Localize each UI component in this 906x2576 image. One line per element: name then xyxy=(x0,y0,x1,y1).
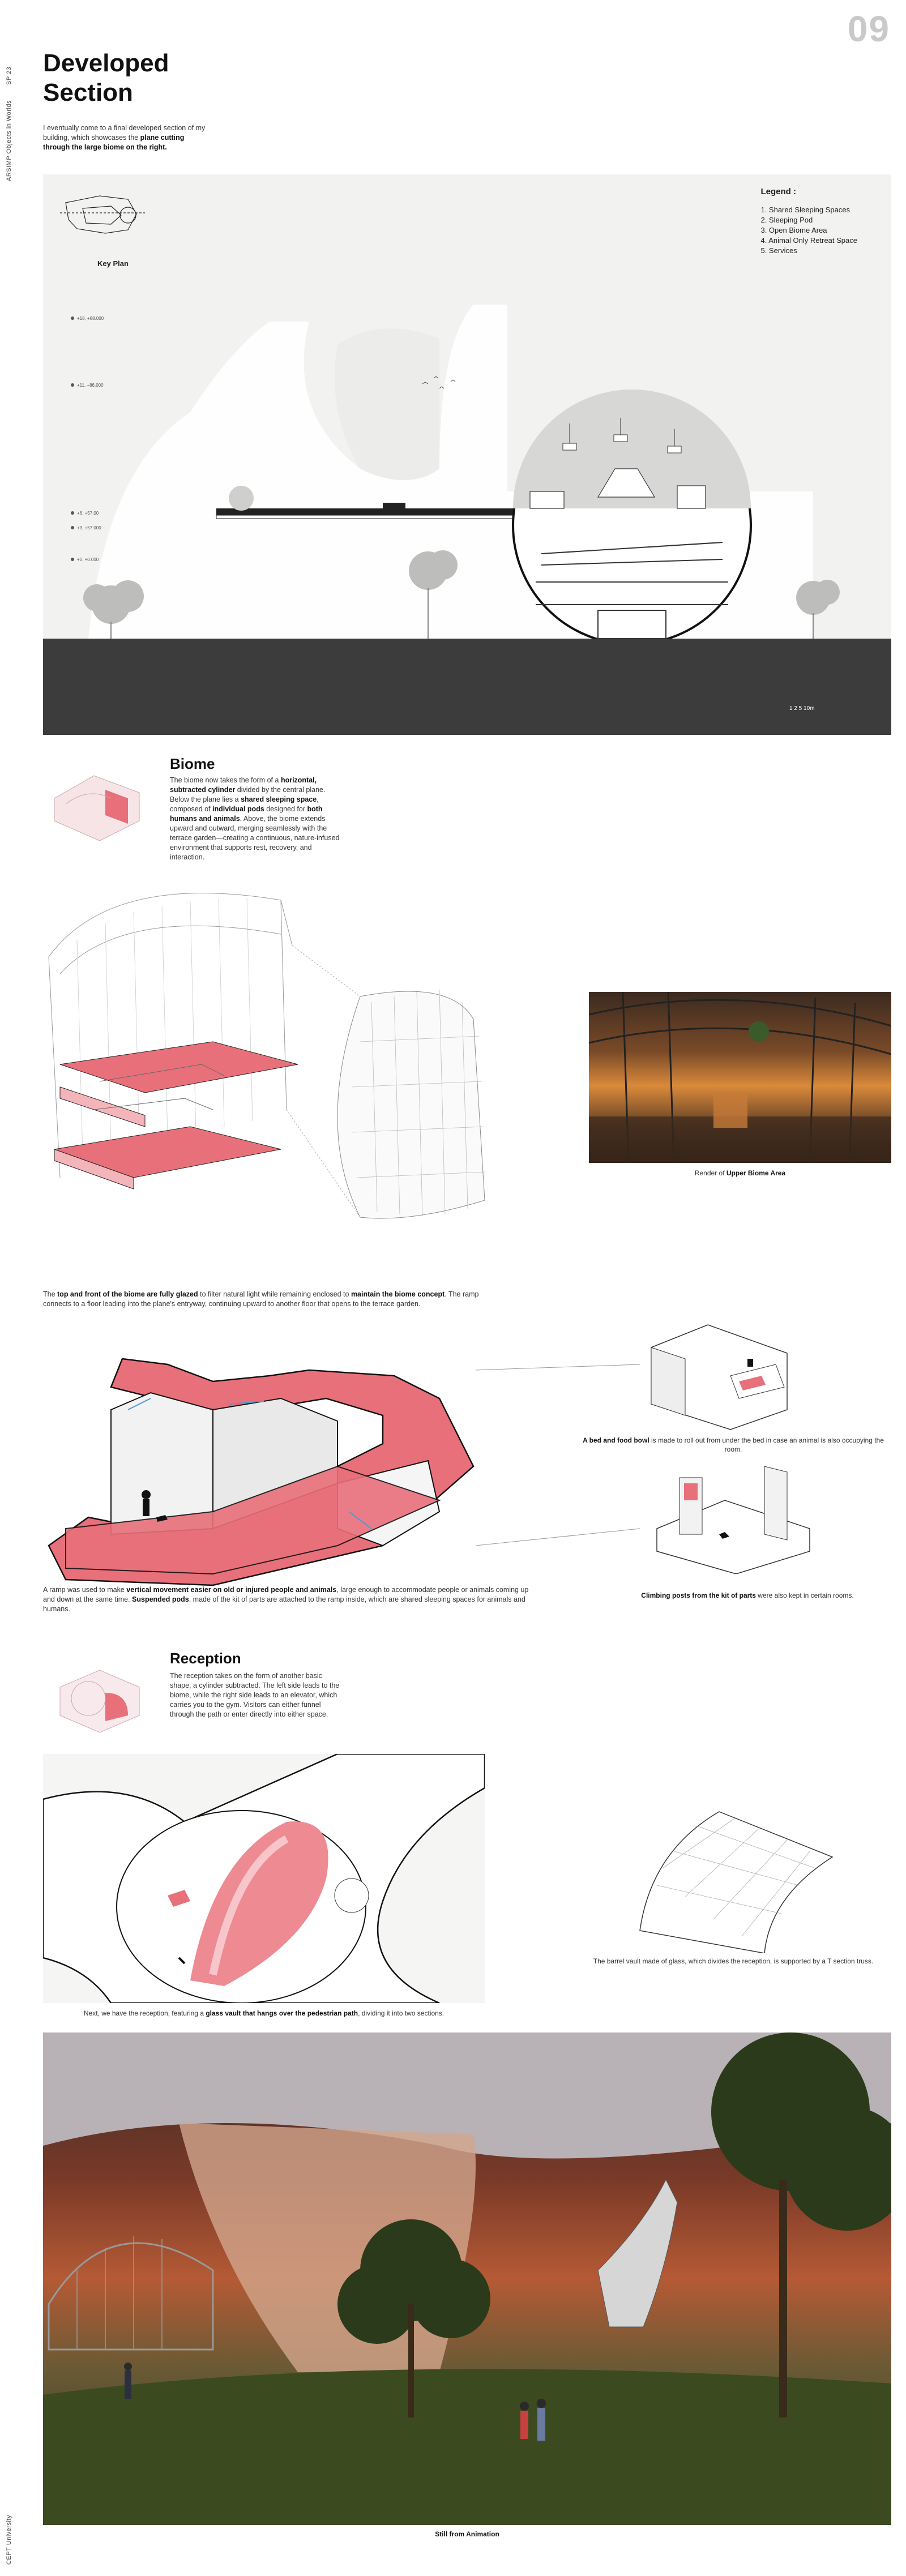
legend-item: 1. Shared Sleeping Spaces xyxy=(760,206,851,214)
scale-bar: 1 2 5 10m xyxy=(789,705,815,712)
legend: Legend : 1. Shared Sleeping Spaces 2. Sl… xyxy=(760,187,857,255)
side-label-top: SP 23 xyxy=(6,66,12,85)
legend-item: 3. Open Biome Area xyxy=(760,226,827,234)
bed-caption: A bed and food bowl is made to roll out … xyxy=(583,1436,884,1453)
reception-axonometric xyxy=(43,1754,485,2003)
reception-axo-icon xyxy=(59,1670,140,1733)
level-label: +18, +88.000 xyxy=(77,316,104,321)
page-title: Developed Section xyxy=(43,49,169,106)
reception-heading: Reception xyxy=(170,1650,241,1667)
key-plan-label: Key Plan xyxy=(97,259,129,268)
section-drawing: Legend : 1. Shared Sleeping Spaces 2. Sl… xyxy=(43,174,891,735)
page-number: 09 xyxy=(847,8,890,49)
biome-axo-icon xyxy=(54,775,140,841)
barrel-vault-drawing xyxy=(639,1811,834,1953)
level-label: +0, +0.000 xyxy=(77,557,99,562)
climbing-room-axonometric xyxy=(656,1466,810,1574)
barrel-caption: The barrel vault made of glass, which di… xyxy=(593,1957,874,1965)
biome-exploded-axonometric xyxy=(48,893,485,1219)
legend-item: 2. Sleeping Pod xyxy=(760,216,813,224)
ramp-axonometric xyxy=(48,1358,475,1586)
vault-caption: Next, we have the reception, featuring a… xyxy=(83,2009,445,2017)
legend-item: 5. Services xyxy=(760,246,797,255)
legend-item: 4. Animal Only Retreat Space xyxy=(760,236,857,245)
intro-text: I eventually come to a final developed s… xyxy=(43,124,206,151)
leader-lines xyxy=(476,1364,640,1546)
side-label-course: ARSIMP Objects in Worlds xyxy=(6,100,12,181)
climbing-caption: Climbing posts from the kit of parts wer… xyxy=(641,1591,854,1599)
glazing-description: The top and front of the biome are fully… xyxy=(43,1290,479,1308)
reception-description: The reception takes on the form of anoth… xyxy=(170,1672,340,1718)
biome-description: The biome now takes the form of a horizo… xyxy=(170,776,340,861)
still-caption: Still from Animation xyxy=(435,2530,499,2538)
side-label-university: CEPT University xyxy=(6,2515,12,2565)
biome-heading: Biome xyxy=(170,755,215,772)
upper-biome-caption: Render of Upper Biome Area xyxy=(694,1169,786,1177)
level-label: +3, +57.000 xyxy=(77,525,101,530)
level-label: +11, +86.000 xyxy=(77,383,104,388)
bed-room-axonometric xyxy=(651,1324,788,1430)
ground-section xyxy=(43,639,891,735)
animation-still-image xyxy=(43,2032,891,2525)
upper-biome-render xyxy=(589,992,891,1163)
level-label: +6, +57.00 xyxy=(77,511,99,516)
ramp-description: A ramp was used to make vertical movemen… xyxy=(43,1586,529,1613)
